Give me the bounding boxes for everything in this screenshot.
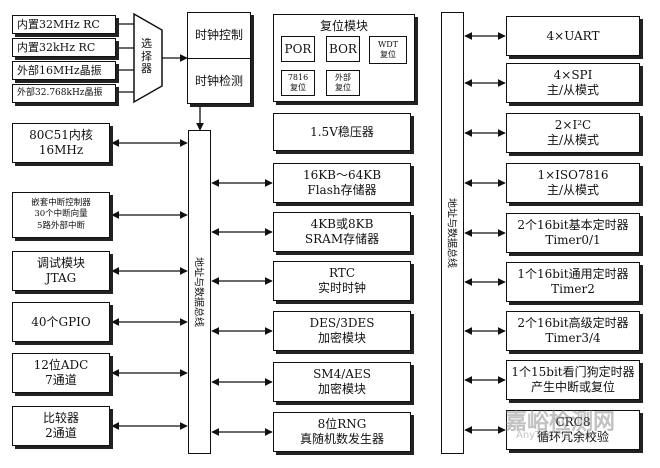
module-line: 2个16bit高级定时器: [517, 316, 629, 330]
module-line: 1个15bit看门狗定时器: [511, 365, 635, 379]
module-line: 30个中断向量: [34, 209, 88, 220]
address-data-bus-left: [188, 130, 211, 454]
module-line: 80C51内核: [29, 128, 93, 142]
module-line: 加密模块: [317, 331, 366, 345]
right-module-1: 4×UART: [506, 16, 640, 56]
clock-source-internal-32khz: 内置32kHz RC: [12, 38, 116, 57]
watermark-url: AnyTesting.com: [516, 430, 595, 441]
reset-bor: BOR: [326, 36, 360, 62]
module-line: 2通道: [45, 426, 77, 440]
module-line: DES/3DES: [309, 316, 375, 330]
module-line: 嵌套中断控制器: [31, 198, 91, 209]
bus-label-right: 地址与数据总线: [445, 198, 457, 268]
clock-block: 时钟控制 时钟检测: [187, 12, 251, 104]
module-line: RTC: [328, 266, 355, 280]
bus-label-left: 地址与数据总线: [192, 257, 204, 327]
module-line: 2×I²C: [554, 118, 592, 132]
module-line: SM4/AES: [313, 367, 371, 381]
module-line: 40个GPIO: [31, 314, 91, 329]
clock-source-internal-32mhz: 内置32MHz RC: [12, 15, 116, 34]
module-line: 主/从模式: [546, 183, 600, 197]
module-line: 产生中断或复位: [530, 380, 615, 394]
module-line: 主/从模式: [546, 83, 600, 97]
regulator-1v5: 1.5V稳压器: [273, 113, 411, 151]
right-module-8: 1个15bit看门狗定时器产生中断或复位: [506, 360, 640, 400]
module-line: 比较器: [42, 411, 79, 425]
selector-shape: [133, 12, 163, 104]
module-line: 2个16bit基本定时器: [517, 218, 629, 232]
address-data-bus-right: [441, 12, 464, 454]
module-line: 8位RNG: [317, 417, 367, 431]
module-line: Flash存储器: [307, 183, 377, 197]
module-line: 5路外部中断: [37, 220, 85, 231]
reset-external: 外部复位: [326, 70, 360, 96]
module-line: 16MHz: [38, 143, 84, 157]
module-line: 12位ADC: [33, 358, 89, 372]
module-line: Timer2: [551, 282, 595, 296]
left-module-4: 40个GPIO: [12, 302, 110, 342]
selector-label: 选择器: [141, 37, 152, 76]
module-line: Timer0/1: [545, 233, 601, 247]
module-line: 实时时钟: [317, 281, 366, 295]
module-line: JTAG: [45, 271, 77, 285]
module-line: 循环冗余校验: [536, 430, 609, 444]
module-line: 调试模块: [36, 256, 85, 270]
watermark-logo: 嘉峪检测网: [505, 410, 616, 435]
module-line: SRAM存储器: [304, 232, 380, 246]
reset-por: POR: [281, 36, 315, 62]
module-line: 真随机数发生器: [299, 432, 384, 446]
module-line: 加密模块: [317, 382, 366, 396]
clock-detect: 时钟检测: [194, 73, 243, 88]
module-line: 4KB或8KB: [310, 217, 374, 231]
clock-control: 时钟控制: [188, 13, 250, 60]
module-line: 1个16bit通用定时器: [517, 267, 629, 281]
module-line: 7通道: [45, 373, 77, 387]
module-line: 主/从模式: [546, 133, 600, 147]
module-line: 16KB～64KB: [302, 168, 382, 182]
module-line: CRC8: [555, 415, 591, 429]
module-line: 4×UART: [546, 28, 600, 43]
reset-module-title: 复位模块: [319, 19, 368, 33]
clock-source-external-32khz: 外部32.768kHz晶振: [12, 84, 116, 103]
module-line: Timer3/4: [545, 331, 601, 345]
module-line: 4×SPI: [553, 68, 593, 82]
module-line: 1×ISO7816: [537, 168, 609, 182]
clock-source-external-16mhz: 外部16MHz晶振: [12, 61, 116, 80]
